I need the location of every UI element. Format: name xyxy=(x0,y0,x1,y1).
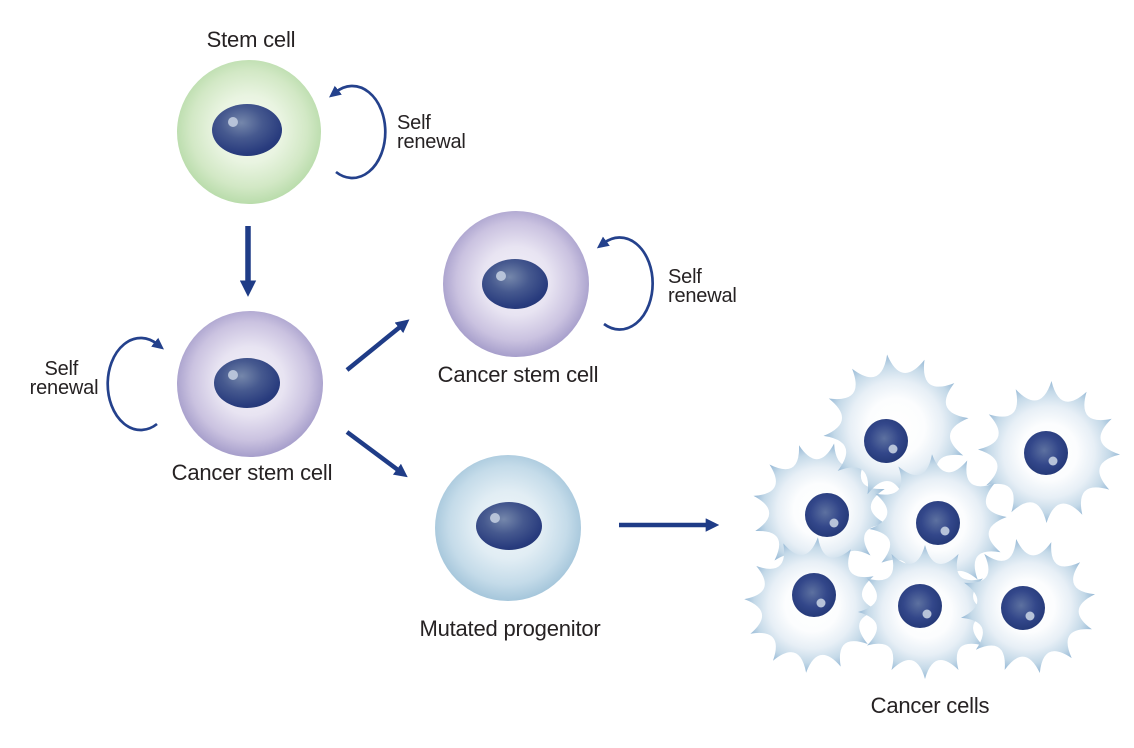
arrow-cancer-stem-to-cancer-stem xyxy=(345,319,410,372)
cell-nucleus xyxy=(805,493,849,537)
arrows-layer xyxy=(239,226,720,532)
nucleus-highlight xyxy=(829,518,839,528)
cancer-stem-cell-right xyxy=(443,211,589,357)
cancer-stem-cell-left-label: Cancer stem cell xyxy=(172,460,333,485)
cancer-cluster xyxy=(744,354,1120,679)
cancer-cell xyxy=(744,537,880,673)
mutated-progenitor xyxy=(435,455,581,601)
cancer-stem-cell-right-label: Cancer stem cell xyxy=(438,362,599,387)
cancer-cells-label: Cancer cells xyxy=(871,693,990,718)
loops-layer xyxy=(106,84,654,432)
self-renewal-loop-cancer-stem-right xyxy=(596,236,654,331)
nucleus-highlight xyxy=(490,513,500,523)
cancer-cell xyxy=(869,454,1007,592)
cancer-cell xyxy=(858,545,992,679)
nucleus-highlight xyxy=(1048,456,1058,466)
nucleus-highlight xyxy=(228,370,238,380)
cell-nucleus xyxy=(898,584,942,628)
nucleus-highlight xyxy=(888,444,898,454)
cancer-cell xyxy=(753,443,887,577)
stem-cell-label: Stem cell xyxy=(207,27,296,52)
cell-nucleus xyxy=(214,358,280,408)
cell-nucleus xyxy=(212,104,282,156)
cell-nucleus xyxy=(916,501,960,545)
self-renewal-label-right: Self renewal xyxy=(668,266,737,307)
nucleus-highlight xyxy=(940,526,950,536)
nucleus-highlight xyxy=(922,609,932,619)
nucleus-highlight xyxy=(228,117,238,127)
nucleus-highlight xyxy=(496,271,506,281)
nucleus-highlight xyxy=(816,598,826,608)
self-renewal-label-stem: Self renewal xyxy=(397,112,466,153)
self-renewal-loop-cancer-stem-left xyxy=(106,336,164,432)
cancer-cell xyxy=(961,539,1095,673)
self-renewal-label-left: Self renewal xyxy=(30,358,99,399)
nucleus-highlight xyxy=(1025,611,1035,621)
mutated-progenitor-label: Mutated progenitor xyxy=(419,616,600,641)
cell-nucleus xyxy=(864,419,908,463)
labels-layer: Stem cell Cancer stem cell Cancer stem c… xyxy=(30,27,990,718)
cell-nucleus xyxy=(1001,586,1045,630)
cancer-stem-cell-left xyxy=(177,311,323,457)
stem-cell xyxy=(177,60,321,204)
cell-nucleus xyxy=(476,502,542,550)
arrow-cancer-stem-to-progenitor xyxy=(345,430,408,478)
cell-nucleus xyxy=(792,573,836,617)
cancer-cell xyxy=(978,381,1120,523)
cell-nucleus xyxy=(482,259,548,309)
cell-nucleus xyxy=(1024,431,1068,475)
main-cells-layer xyxy=(177,60,589,601)
self-renewal-loop-stem-cell xyxy=(329,84,387,180)
